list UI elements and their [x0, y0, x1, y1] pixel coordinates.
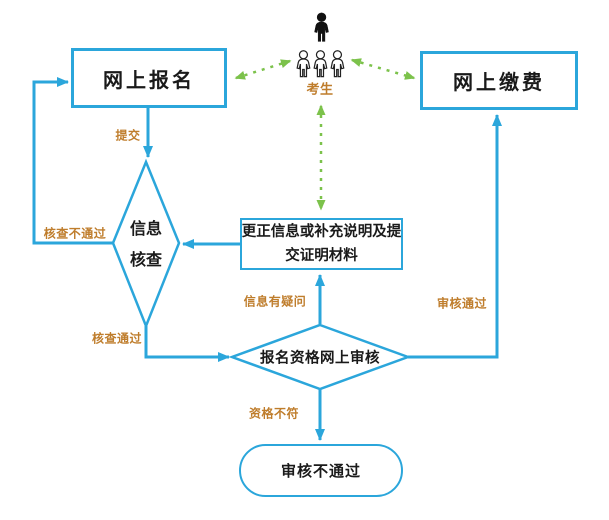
- info-check-line-2: 核查: [129, 250, 163, 269]
- node-review-failed: 审核不通过: [239, 444, 403, 497]
- edge-label-check-passed: 核查通过: [91, 331, 143, 346]
- candidate-people-icon: [296, 12, 345, 78]
- candidate-label: 考生: [306, 82, 334, 98]
- edge-label-submit: 提交: [115, 128, 141, 143]
- node-correction-materials: 更正信息或补充说明及提 交证明材料: [240, 218, 403, 270]
- edge-check-failed: [32, 77, 113, 245]
- edge-label-info-doubt: 信息有疑问: [243, 294, 307, 309]
- blue-flow-arrows: [32, 77, 502, 441]
- info-check-diamond-label: 信息 核查: [130, 213, 162, 275]
- edge-label-check-failed: 核查不通过: [43, 226, 107, 241]
- info-check-line-1: 信息: [129, 219, 163, 238]
- link-candidate-payment: [350, 58, 416, 80]
- edge-review-passed: [408, 114, 502, 359]
- person-outline-icon: [313, 50, 328, 78]
- qualification-review-diamond: [228, 323, 412, 391]
- node-online-registration: 网上报名: [71, 48, 227, 108]
- correction-line-1: 更正信息或补充说明及提: [241, 224, 402, 240]
- person-outline-icon: [296, 50, 311, 78]
- edge-label-review-passed: 审核通过: [436, 296, 488, 311]
- candidate-green-links: [234, 58, 416, 211]
- edge-check-passed: [144, 326, 230, 362]
- person-outline-icon: [330, 50, 345, 78]
- person-filled-icon: [314, 12, 330, 42]
- node-online-payment: 网上缴费: [420, 51, 578, 110]
- link-registration-candidate: [234, 59, 292, 80]
- info-check-diamond: [111, 158, 181, 330]
- edge-label-qualification-mismatch: 资格不符: [248, 406, 300, 421]
- correction-line-2: 交证明材料: [285, 248, 358, 264]
- qualification-review-diamond-label: 报名资格网上审核: [260, 350, 380, 367]
